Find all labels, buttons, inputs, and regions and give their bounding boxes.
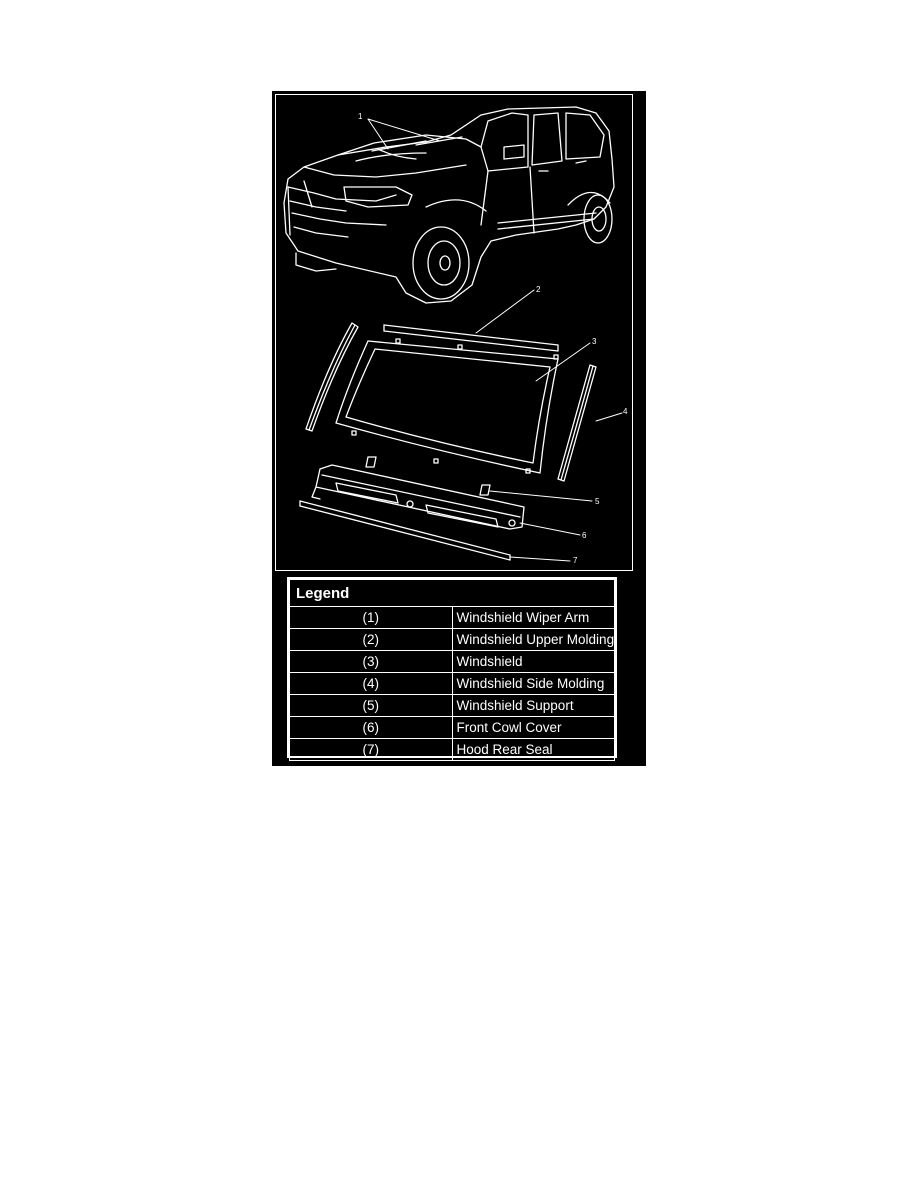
legend-number: (4) — [289, 672, 453, 695]
legend-row: (4) Windshield Side Molding — [289, 672, 615, 695]
callout-1: 1 — [358, 112, 363, 121]
legend-number: (3) — [289, 650, 453, 673]
callout-4: 4 — [623, 407, 628, 416]
callout-leader-lines — [367, 118, 623, 562]
legend-number: (7) — [289, 738, 453, 761]
legend-label: Windshield Side Molding — [451, 672, 615, 695]
legend-label: Windshield Support — [451, 694, 615, 717]
callout-6: 6 — [582, 531, 587, 540]
front-cowl-cover — [311, 464, 525, 530]
windshield-glass — [335, 338, 559, 474]
windshield-support — [365, 456, 491, 496]
diagram-figure: 1 2 3 4 5 6 7 Legend (1) Windshield Wipe… — [272, 91, 646, 766]
legend-row: (7) Hood Rear Seal — [289, 738, 615, 761]
legend-label: Windshield Upper Molding — [451, 628, 615, 651]
legend-table: Legend (1) Windshield Wiper Arm (2) Wind… — [287, 577, 617, 761]
legend-label: Windshield Wiper Arm — [451, 606, 615, 629]
callout-5: 5 — [595, 497, 600, 506]
windshield-wiper-arm — [371, 136, 463, 152]
callout-3: 3 — [592, 337, 597, 346]
legend-row: (6) Front Cowl Cover — [289, 716, 615, 739]
windshield-upper-molding — [383, 324, 559, 352]
legend-number: (1) — [289, 606, 453, 629]
legend-number: (2) — [289, 628, 453, 651]
legend-row: (3) Windshield — [289, 650, 615, 673]
windshield-side-molding-left — [305, 322, 359, 432]
legend-label: Windshield — [451, 650, 615, 673]
exploded-view-illustration: 1 2 3 4 5 6 7 — [275, 94, 633, 571]
legend-row: (5) Windshield Support — [289, 694, 615, 717]
callout-7: 7 — [573, 556, 578, 565]
legend-row: (1) Windshield Wiper Arm — [289, 606, 615, 629]
vehicle-illustration — [283, 106, 615, 304]
legend-row: (2) Windshield Upper Molding — [289, 628, 615, 651]
hood-rear-seal — [299, 500, 511, 561]
legend-number: (6) — [289, 716, 453, 739]
callout-2: 2 — [536, 285, 541, 294]
legend-number: (5) — [289, 694, 453, 717]
legend-label: Hood Rear Seal — [451, 738, 615, 761]
windshield-side-molding-right — [557, 364, 597, 482]
legend-title: Legend — [289, 579, 615, 607]
legend-label: Front Cowl Cover — [451, 716, 615, 739]
